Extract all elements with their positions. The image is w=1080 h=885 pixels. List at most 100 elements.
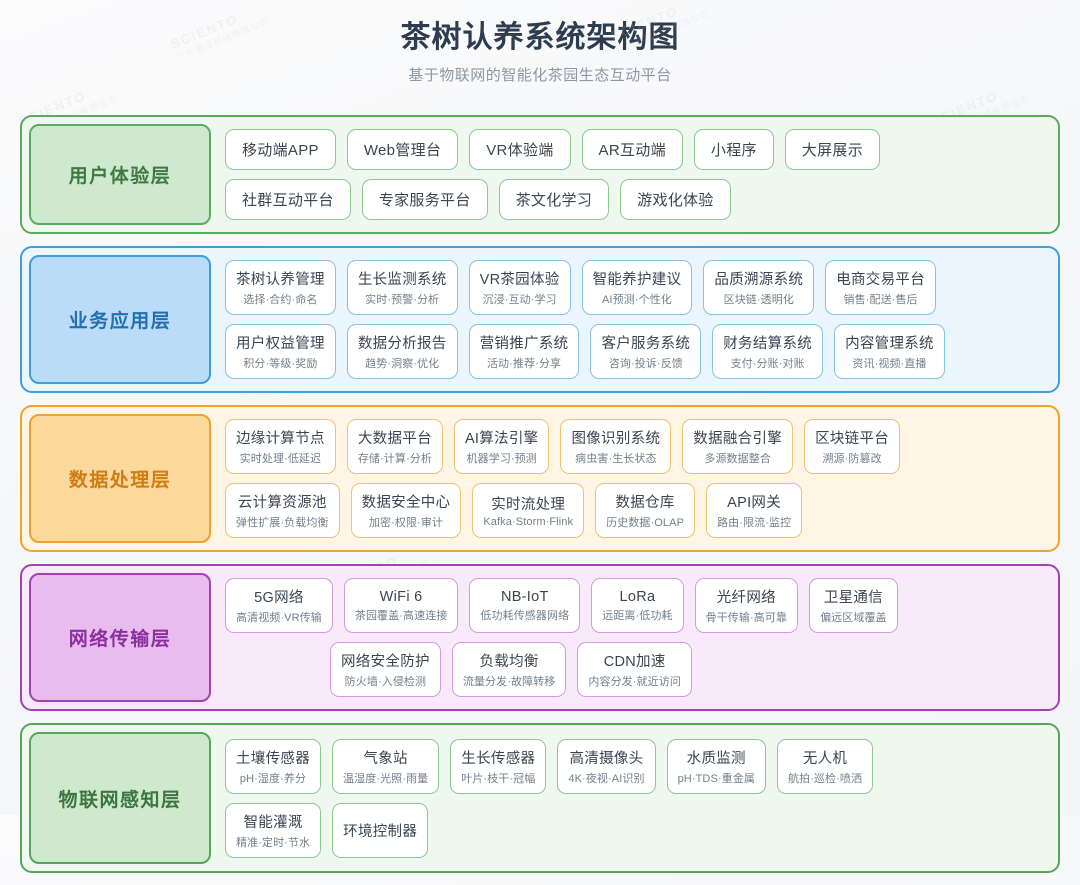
card-network-transmission-layer-0-5[interactable]: 卫星通信偏远区域覆盖 [809,578,898,633]
card-title: 水质监测 [686,750,746,767]
card-data-processing-layer-0-2[interactable]: AI算法引擎机器学习·预测 [453,419,550,474]
card-title: 客户服务系统 [601,336,691,352]
card-business-application-layer-1-0[interactable]: 用户权益管理积分·等级·奖励 [225,324,336,379]
card-user-experience-layer-1-1[interactable]: 专家服务平台 [361,179,488,220]
card-row: 社群互动平台 专家服务平台 茶文化学习 游戏化体验 [225,179,1045,220]
card-business-application-layer-0-2[interactable]: VR茶园体验沉浸·互动·学习 [468,260,571,315]
card-title: 图像识别系统 [571,431,661,447]
card-title: 茶树认养管理 [236,272,325,288]
layer-title-iot-perception-layer[interactable]: 物联网感知层 [29,732,211,864]
card-iot-perception-layer-1-0[interactable]: 智能灌溉精准·定时·节水 [225,802,322,858]
card-user-experience-layer-0-0[interactable]: 移动端APP [225,129,336,170]
card-subtitle: 机器学习·预测 [466,453,537,465]
card-data-processing-layer-0-5[interactable]: 区块链平台溯源·防篡改 [804,419,901,474]
card-business-application-layer-1-2[interactable]: 营销推广系统活动·推荐·分享 [468,324,580,379]
card-data-processing-layer-1-4[interactable]: API网关路由·限流·监控 [706,483,803,538]
card-title: 智能灌溉 [243,814,303,831]
card-subtitle: pH·TDS·重金属 [677,772,755,785]
card-network-transmission-layer-1-1[interactable]: 负载均衡流量分发·故障转移 [451,642,567,697]
card-business-application-layer-1-3[interactable]: 客户服务系统咨询·投诉·反馈 [590,324,702,379]
layer-title-data-processing-layer[interactable]: 数据处理层 [29,414,211,543]
card-business-application-layer-0-1[interactable]: 生长监测系统实时·预警·分析 [346,260,458,315]
card-title: 数据安全中心 [361,495,451,511]
card-title: 用户权益管理 [236,336,325,352]
card-title: 电商交易平台 [836,272,926,288]
card-business-application-layer-1-1[interactable]: 数据分析报告趋势·洞察·优化 [346,324,458,379]
card-row: 智能灌溉精准·定时·节水环境控制器 [225,802,1045,858]
card-data-processing-layer-1-3[interactable]: 数据仓库历史数据·OLAP [595,483,696,538]
card-subtitle: 区块链·透明化 [723,294,794,306]
card-title: 品质溯源系统 [714,272,804,288]
card-title: 云计算资源池 [237,495,327,511]
card-user-experience-layer-1-3[interactable]: 游戏化体验 [620,179,731,220]
card-title: 数据融合引擎 [693,431,783,447]
card-iot-perception-layer-0-2[interactable]: 生长传感器叶片·枝干·冠幅 [450,738,547,794]
card-iot-perception-layer-1-1[interactable]: 环境控制器 [332,802,429,858]
card-network-transmission-layer-0-1[interactable]: WiFi 6 茶园覆盖·高速连接 [343,578,459,633]
card-iot-perception-layer-0-5[interactable]: 无人机航拍·巡检·喷洒 [776,738,874,794]
card-subtitle: 沉浸·互动·学习 [482,294,557,306]
card-network-transmission-layer-1-0[interactable]: 网络安全防护防火墙·入侵检测 [330,642,441,697]
card-title: 生长监测系统 [357,272,447,288]
card-network-transmission-layer-0-0[interactable]: 5G网络高清视频·VR传输 [225,578,333,633]
card-user-experience-layer-0-1[interactable]: Web管理台 [346,129,459,170]
card-title: 营销推广系统 [479,336,569,352]
layer-title-user-experience-layer[interactable]: 用户体验层 [29,124,211,225]
card-subtitle: 路由·限流·监控 [717,517,792,529]
card-subtitle: 活动·推荐·分享 [486,358,562,370]
card-data-processing-layer-0-0[interactable]: 边缘计算节点实时处理·低延迟 [225,419,336,474]
card-title: 游戏化体验 [637,192,714,209]
card-title: WiFi 6 [379,588,423,605]
card-iot-perception-layer-0-1[interactable]: 气象站温湿度·光照·雨量 [332,738,440,794]
card-user-experience-layer-1-2[interactable]: 茶文化学习 [498,179,610,220]
card-data-processing-layer-0-4[interactable]: 数据融合引擎多源数据整合 [682,419,794,474]
card-user-experience-layer-1-0[interactable]: 社群互动平台 [225,179,351,220]
card-title: 内容管理系统 [845,336,934,352]
card-subtitle: 茶园覆盖·高速连接 [354,609,448,622]
card-business-application-layer-1-5[interactable]: 内容管理系统资讯·视频·直播 [834,324,945,379]
card-title: 小程序 [710,142,757,159]
card-subtitle: AI预测·个性化 [602,294,672,306]
card-iot-perception-layer-0-4[interactable]: 水质监测 pH·TDS·重金属 [666,738,766,794]
card-data-processing-layer-0-3[interactable]: 图像识别系统病虫害·生长状态 [560,419,672,474]
card-user-experience-layer-0-5[interactable]: 大屏展示 [784,129,880,170]
card-title: 移动端APP [242,142,319,159]
card-title: 网络安全防护 [341,654,430,670]
card-user-experience-layer-0-4[interactable]: 小程序 [693,129,774,170]
card-business-application-layer-0-5[interactable]: 电商交易平台销售·配送·售后 [825,260,937,315]
card-business-application-layer-0-4[interactable]: 品质溯源系统区块链·透明化 [703,260,815,315]
card-network-transmission-layer-1-2[interactable]: CDN加速内容分发·就近访问 [577,642,692,697]
card-data-processing-layer-1-0[interactable]: 云计算资源池弹性扩展·负载均衡 [225,483,340,538]
card-business-application-layer-1-4[interactable]: 财务结算系统支付·分账·对账 [712,324,824,379]
card-network-transmission-layer-0-4[interactable]: 光纤网络骨干传输·高可靠 [694,578,799,633]
layer-title-business-application-layer[interactable]: 业务应用层 [29,255,211,384]
card-subtitle: 多源数据整合 [704,453,771,465]
card-title: 专家服务平台 [378,192,471,209]
card-user-experience-layer-0-3[interactable]: AR互动端 [581,129,683,170]
card-subtitle: pH·湿度·养分 [239,772,307,785]
page-subtitle: 基于物联网的智能化茶园生态互动平台 [408,67,672,84]
card-business-application-layer-0-0[interactable]: 茶树认养管理选择·合约·命名 [225,260,336,315]
layer-title-network-transmission-layer[interactable]: 网络传输层 [29,573,211,702]
card-title: 数据仓库 [615,495,675,511]
card-user-experience-layer-0-2[interactable]: VR体验端 [469,129,571,170]
card-data-processing-layer-0-1[interactable]: 大数据平台存储·计算·分析 [346,419,443,474]
card-title: 无人机 [802,750,848,767]
card-data-processing-layer-1-1[interactable]: 数据安全中心加密·权限·审计 [350,483,462,538]
card-subtitle: 骨干传输·高可靠 [705,612,788,624]
card-subtitle: 加密·权限·审计 [368,517,444,529]
card-title: 边缘计算节点 [236,431,325,447]
